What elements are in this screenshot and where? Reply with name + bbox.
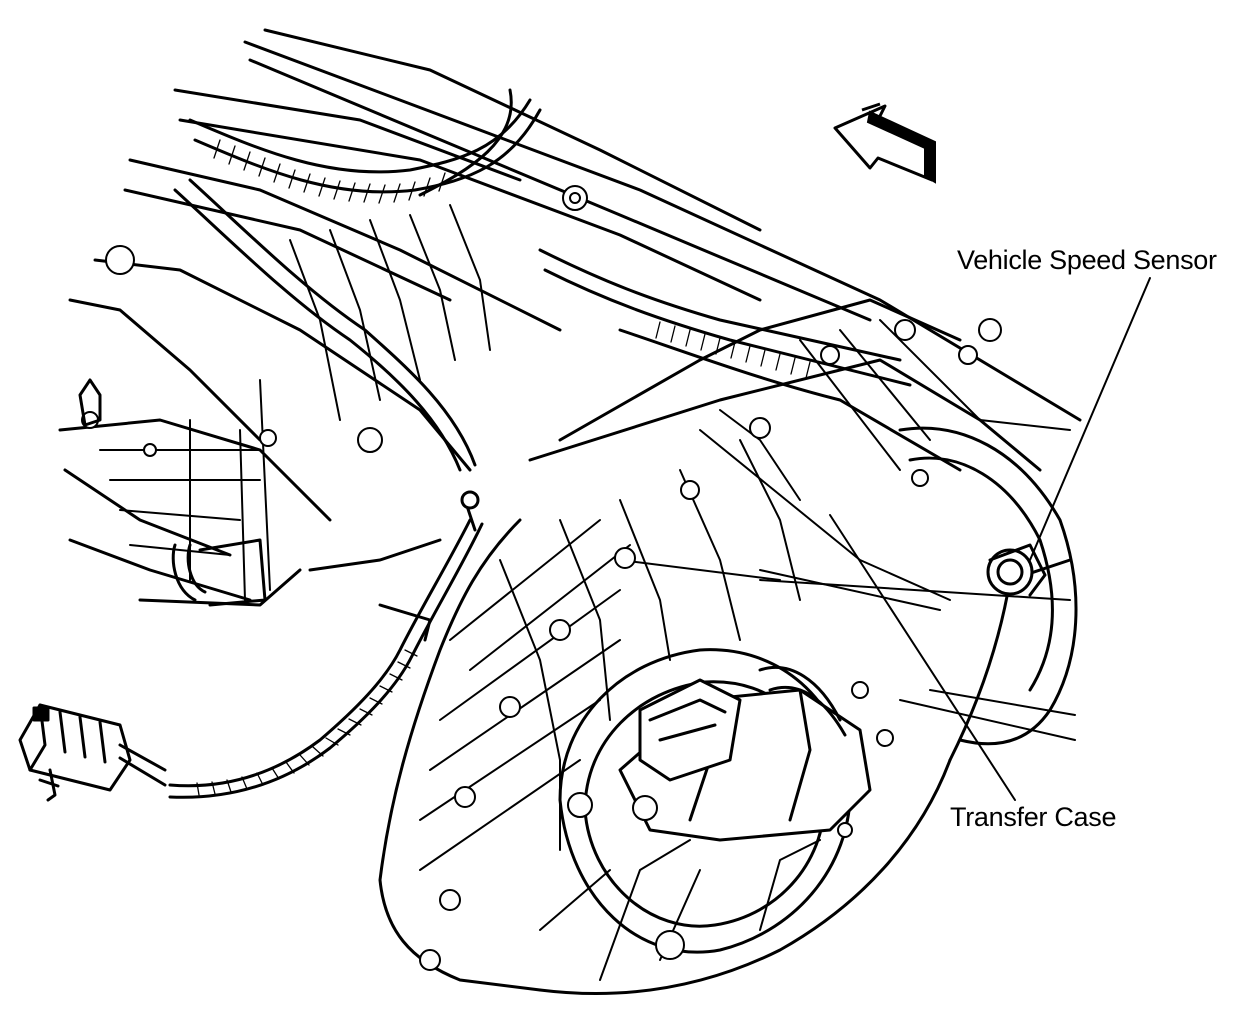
vehicle-speed-sensor-label: Vehicle Speed Sensor: [957, 245, 1217, 275]
harness-loom-rings: [213, 139, 811, 379]
vehicle-speed-sensor-part: [986, 543, 1047, 597]
transmission-bolts: [81, 185, 588, 457]
transfer-case-bolts: [419, 318, 1002, 971]
transfer-case-leader-line: [829, 514, 1016, 801]
leader-lines: [829, 277, 1151, 801]
cable-loom-rings: [196, 649, 418, 796]
forward-arrow-icon: [833, 102, 936, 184]
transmission-ribs: [99, 204, 491, 601]
vss-leader-line: [1029, 277, 1151, 561]
connector-plug: [18, 703, 167, 802]
speed-sensor-cable: [168, 490, 484, 799]
transfer-case-housing: [378, 298, 1078, 996]
wiring-harness: [173, 88, 962, 472]
transfer-case-ribs: [419, 319, 1076, 981]
encoder-motor: [618, 665, 872, 842]
transfer-case-label: Transfer Case: [950, 802, 1117, 832]
transmission-housing: [58, 28, 1082, 607]
mount-bracket: [78, 378, 267, 607]
